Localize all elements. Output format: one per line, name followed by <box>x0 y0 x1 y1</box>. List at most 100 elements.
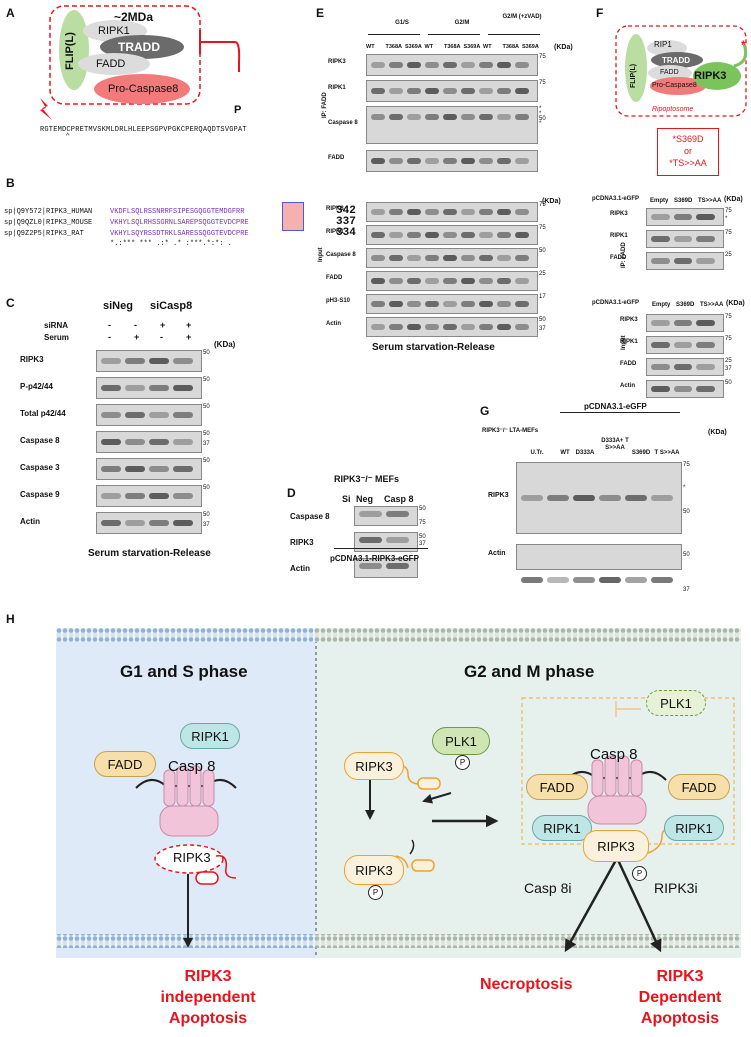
kda-marker: 50 <box>203 431 210 437</box>
kda-marker: 37 <box>203 522 210 528</box>
blot-band <box>696 258 715 264</box>
blot-band <box>425 62 439 68</box>
g-vector: pCDNA3.1-eGFP <box>584 402 647 411</box>
ripk1-left: RIPK1 <box>180 723 240 749</box>
blot-band <box>443 88 457 94</box>
caret-mark: ^ <box>66 133 70 140</box>
blot-band <box>673 320 693 326</box>
g-kda: (KDa) <box>708 429 727 436</box>
blot-row-label: pH3-S10 <box>326 298 351 304</box>
blot-band <box>371 324 385 330</box>
f-procasp8: Pro-Caspase8 <box>652 82 697 89</box>
ripk3i-label: RIPK3i <box>654 880 698 896</box>
blot-band <box>599 495 621 501</box>
blot-band <box>497 301 511 307</box>
blot-band <box>173 439 193 445</box>
blot-row-label: Caspase 3 <box>20 463 60 472</box>
ripk3-left: RIPK3 <box>173 850 211 865</box>
blot-band <box>651 320 670 326</box>
panel-c-letter: C <box>6 296 15 310</box>
lane-label: T368A <box>385 44 403 50</box>
d-casp8: Casp 8 <box>384 494 414 504</box>
blot-strip <box>646 208 724 226</box>
blot-band <box>479 255 493 261</box>
blot-band <box>173 385 193 391</box>
kda-marker: 50 <box>203 377 210 383</box>
blot-band <box>149 493 169 499</box>
blot-band <box>359 537 382 543</box>
blot-band <box>673 386 693 392</box>
lane-label: S369A <box>463 44 481 50</box>
blot-band <box>425 255 439 261</box>
lane-group: G2/M (+zVAD) <box>502 14 542 20</box>
blot-band <box>371 255 385 261</box>
blot-band <box>149 358 169 364</box>
plk1-inhibited: PLK1 <box>646 690 706 716</box>
ripk1-right-1: RIPK1 <box>532 815 592 841</box>
lane-label: WT <box>366 44 375 50</box>
blot-band <box>515 209 529 215</box>
blot-band <box>515 255 529 261</box>
kda-marker: 50 <box>539 317 546 323</box>
blot-band <box>407 278 421 284</box>
blot-band <box>173 412 193 418</box>
blot-band <box>425 209 439 215</box>
blot-band <box>371 158 385 164</box>
serum-sign: + <box>186 332 192 342</box>
blot-strip <box>96 431 202 453</box>
blot-band <box>371 114 385 120</box>
kda-marker: 50 <box>419 534 426 540</box>
blot-band <box>407 209 421 215</box>
panel-f-letter: F <box>596 6 604 20</box>
blot-band <box>515 62 529 68</box>
serum-sign: + <box>134 332 140 342</box>
blot-row-label: Total p42/44 <box>20 409 66 418</box>
f-rip1: RIP1 <box>654 40 672 49</box>
lane-label: T368A <box>444 44 461 50</box>
blot-band <box>515 232 529 238</box>
blot-strip <box>516 544 682 583</box>
blot-band <box>461 114 475 120</box>
mda-label: ~2MDa <box>114 10 154 24</box>
blot-band <box>651 342 670 348</box>
outcome-mid: Necroptosis <box>480 976 573 993</box>
blot-band <box>461 301 475 307</box>
d-footer: pCDNA3.1-RIPK3-eGFP <box>330 554 419 563</box>
e-kda-top: (KDa) <box>554 44 573 51</box>
blot-band <box>371 88 385 94</box>
blot-strip <box>96 404 202 426</box>
tradd-label: TRADD <box>118 40 160 54</box>
kda-marker: 75 <box>539 225 546 231</box>
blot-strip <box>646 252 724 270</box>
blot-strip <box>646 314 724 332</box>
blot-band <box>651 364 670 370</box>
blot-band <box>673 258 693 264</box>
blot-strip <box>96 485 202 507</box>
ripk3-pill-3: RIPK3 <box>583 830 649 862</box>
blot-row-label: RIPK3 <box>610 211 628 217</box>
panel-d-letter: D <box>287 486 296 500</box>
sirna-sign: - <box>108 320 111 330</box>
blot-strip <box>646 336 724 354</box>
left-title: G1 and S phase <box>120 662 248 681</box>
blot-band <box>497 232 511 238</box>
f-vector: pCDNA3.1-eGFP <box>592 196 640 202</box>
blot-band <box>425 278 439 284</box>
blot-band <box>389 278 403 284</box>
lane-label: D333A+ T S>>AA <box>601 438 629 451</box>
blot-row-label: Actin <box>488 550 506 557</box>
blot-band <box>407 255 421 261</box>
blot-strip <box>366 202 538 222</box>
d-neg: Neg <box>356 494 374 504</box>
blot-strip <box>646 358 724 376</box>
kda-marker: * <box>539 121 542 127</box>
lane-label: TS>>AA <box>698 198 722 204</box>
blot-band <box>651 386 670 392</box>
blot-band <box>101 439 121 445</box>
blot-band <box>386 563 409 569</box>
blot-row-label: FADD <box>620 361 637 367</box>
ripk3-sequence: RGTEMDCPRETMVSKMLDRLHLEEPSGPVPGKCPERQAQD… <box>40 126 247 134</box>
kda-marker: 50 <box>419 506 426 512</box>
blot-row-label: Caspase 8 <box>290 512 330 521</box>
